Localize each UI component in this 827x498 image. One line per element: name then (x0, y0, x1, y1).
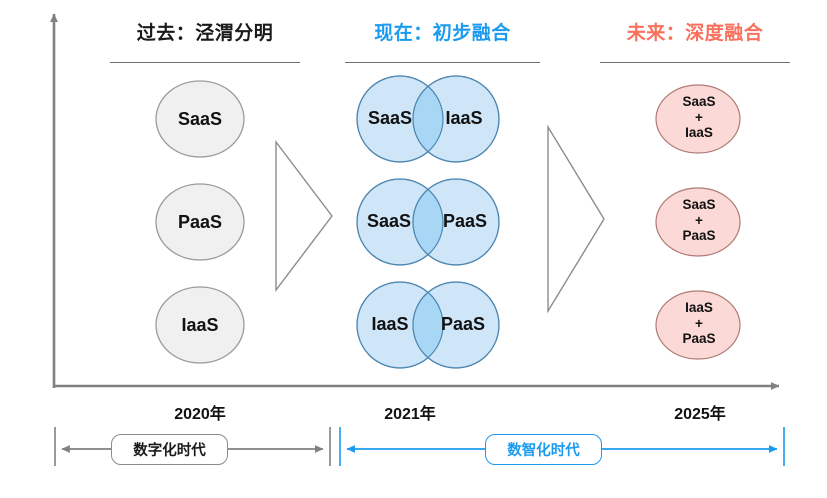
header-rule-past (110, 62, 300, 63)
venn-overlap-1 (413, 76, 443, 162)
venn-group-3 (356, 281, 500, 369)
era-badge-digital: 数字化时代 (111, 434, 228, 465)
circle-saas-iaas (655, 84, 741, 154)
venn-overlap-3 (413, 282, 443, 368)
year-label-2021: 2021年 (384, 406, 436, 423)
year-label-2020: 2020年 (174, 406, 226, 423)
digital-era-arrow (54, 427, 331, 466)
label-iaas-paas: IaaS + PaaS (655, 300, 743, 347)
label-venn3-left: IaaS (371, 314, 409, 334)
label-saas-iaas: SaaS + IaaS (655, 94, 743, 141)
header-future: 未来：深度融合 (626, 23, 764, 44)
past-circles (155, 80, 245, 364)
label-paas-past: PaaS (177, 212, 223, 232)
era-badge-intelligent: 数智化时代 (485, 434, 602, 465)
label-saas-iaas-line2: IaaS (685, 125, 713, 140)
circle-saas-past (155, 80, 245, 158)
chevron-arrow-1 (275, 139, 333, 293)
circle-iaas-past (155, 286, 245, 364)
label-saas-paas: SaaS + PaaS (655, 197, 743, 244)
header-rule-future (600, 62, 790, 63)
venn-group-1 (356, 75, 500, 163)
intelligent-era-arrow (339, 427, 785, 466)
circle-paas-past (155, 183, 245, 261)
chevron-arrow-2 (547, 124, 605, 314)
label-saas-paas-line1: SaaS (682, 197, 716, 212)
label-saas-paas-line2: PaaS (682, 228, 716, 243)
header-past: 过去：泾渭分明 (136, 23, 274, 44)
label-venn2-right: PaaS (442, 211, 488, 231)
year-label-2025: 2025年 (674, 406, 726, 423)
header-now: 现在：初步融合 (374, 23, 511, 44)
label-venn2-left: SaaS (366, 211, 412, 231)
header-rule-now (345, 62, 540, 63)
circle-saas-paas (655, 187, 741, 257)
label-saas-iaas-line1: SaaS (682, 94, 716, 109)
label-saas-paas-plus: + (695, 212, 703, 228)
label-iaas-paas-line1: IaaS (685, 300, 713, 315)
label-iaas-paas-line2: PaaS (682, 331, 716, 346)
label-saas-iaas-plus: + (695, 109, 703, 125)
label-venn1-right: IaaS (445, 108, 483, 128)
label-venn1-left: SaaS (367, 108, 413, 128)
label-iaas-paas-plus: + (695, 315, 703, 331)
label-iaas-past: IaaS (181, 315, 219, 335)
circle-iaas-paas (655, 290, 741, 360)
label-venn3-right: PaaS (440, 314, 486, 334)
venn-overlap-2 (413, 179, 443, 265)
future-circles (655, 84, 741, 360)
label-saas-past: SaaS (177, 109, 223, 129)
venn-group-2 (356, 178, 500, 266)
